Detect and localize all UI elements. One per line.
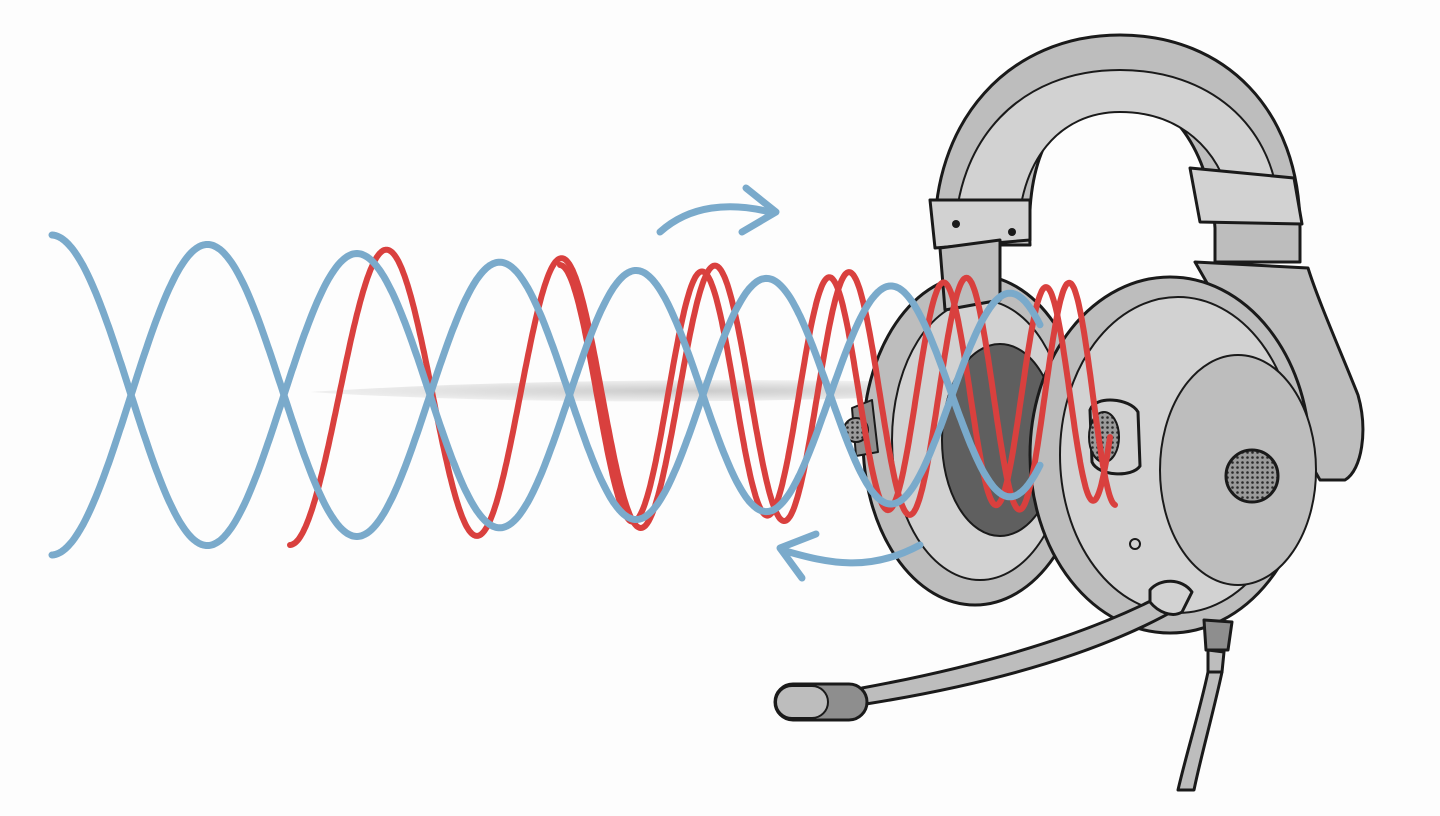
anti-noise-wave: [287, 246, 1118, 548]
headset-cable: [1176, 618, 1234, 792]
incoming-noise-wave-mirror: [48, 241, 1044, 559]
curved-arrow-left-icon: [776, 530, 924, 582]
incoming-noise-wave: [48, 231, 1044, 549]
flow-arrows: [656, 184, 924, 582]
boom-microphone-icon: [773, 579, 1194, 722]
headband: [928, 33, 1304, 312]
front-ear-cup: [1028, 260, 1365, 635]
mesh-grille-icon: [1224, 448, 1280, 504]
sound-waves: [48, 231, 1118, 559]
anti-noise-wave-echo: [557, 262, 1113, 525]
curved-arrow-right-icon: [656, 184, 780, 236]
